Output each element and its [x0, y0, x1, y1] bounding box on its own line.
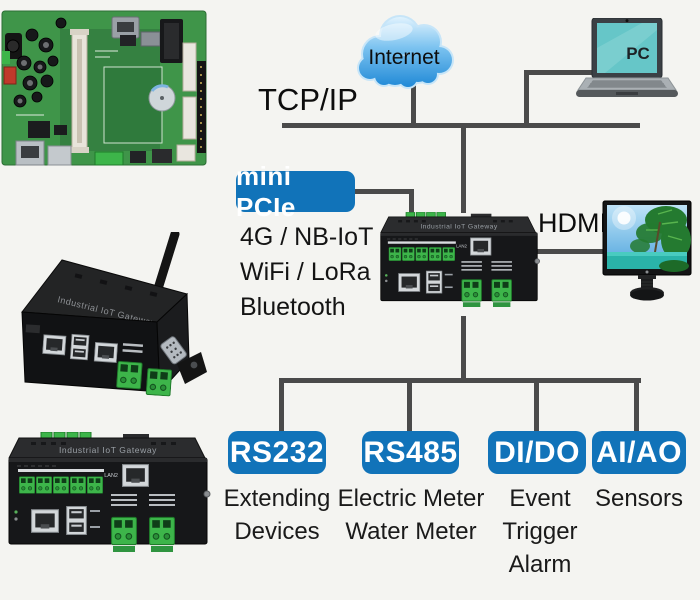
feature-wifi-lora: WiFi / LoRa [240, 258, 371, 286]
desc-line: Sensors [594, 485, 684, 512]
rs485-drop-line [407, 378, 412, 431]
port-badge-aiao: AI/AO [592, 431, 686, 474]
port-badge-rs485: RS485 [362, 431, 459, 474]
desc-line: Trigger [502, 518, 578, 545]
tcpip-label: TCP/IP [258, 82, 358, 117]
port-badge-dido: DI/DO [488, 431, 586, 474]
pcb-board-image [1, 10, 207, 166]
minipcie-horizontal-line [352, 189, 414, 194]
pc-branch-horizontal [524, 70, 592, 75]
pc-branch-vertical [524, 70, 529, 126]
port-desc-rs485: Electric Meter Water Meter [336, 482, 486, 548]
feature-4g-nbiot: 4G / NB-IoT [240, 223, 374, 251]
feature-bluetooth: Bluetooth [240, 293, 346, 321]
hdmi-line [536, 249, 606, 254]
internet-cloud: Internet [357, 15, 454, 89]
gateway-downlink-line [461, 316, 466, 382]
pc-laptop: PC [576, 18, 678, 97]
gateway-front-image [3, 432, 213, 567]
minipcie-badge: mini PCIe [236, 161, 355, 222]
desc-line: Electric Meter [337, 485, 485, 512]
hdmi-monitor [602, 200, 692, 301]
port-badge-rs232: RS232 [228, 431, 326, 474]
tcpip-bus-line [282, 123, 640, 128]
gateway-uplink-line [461, 127, 466, 213]
desc-line: Alarm [508, 551, 572, 578]
desc-line: Event [509, 485, 571, 512]
port-bus-line [281, 378, 641, 383]
desc-line: Water Meter [345, 518, 477, 545]
rs232-drop-line [279, 378, 284, 431]
minipcie-vertical-line [409, 189, 414, 219]
internet-label: Internet [368, 46, 439, 69]
gateway-antenna-image: Industrial IoT Gateway [21, 232, 207, 397]
port-desc-dido: Event Trigger Alarm [480, 482, 600, 581]
port-desc-rs232: Extending Devices [217, 482, 337, 548]
dido-drop-line [534, 378, 539, 431]
cloud-stem-line [411, 84, 416, 126]
aiao-drop-line [634, 378, 639, 431]
pc-label: PC [626, 44, 650, 63]
port-desc-aiao: Sensors [579, 482, 699, 515]
desc-line: Devices [234, 518, 320, 545]
hdmi-label: HDMI [538, 208, 607, 238]
wireless-feature-list: 4G / NB-IoT WiFi / LoRa Bluetooth [240, 220, 373, 325]
desc-line: Extending [223, 485, 331, 512]
gateway-center-image [376, 212, 542, 319]
